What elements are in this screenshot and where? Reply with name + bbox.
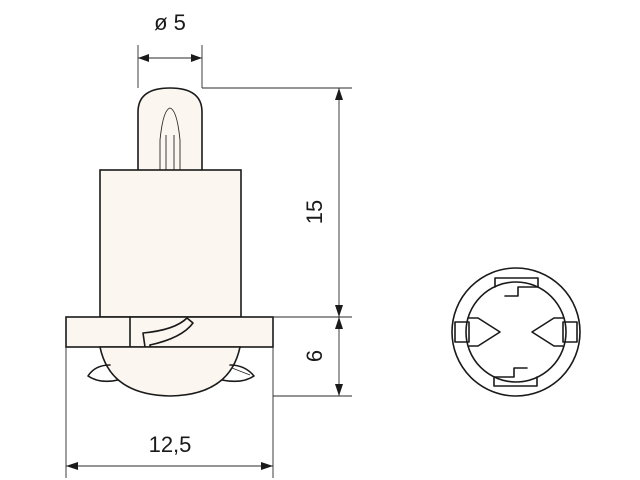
inner-ring <box>465 281 567 383</box>
contact-wire <box>142 317 194 348</box>
width-label: 12,5 <box>149 432 192 457</box>
socket-body <box>99 169 242 318</box>
right-contact-clip <box>221 364 255 383</box>
filament <box>159 107 181 170</box>
bulb-side-view <box>65 87 274 397</box>
bottom-tab <box>493 367 538 387</box>
height-label: 15 <box>302 200 327 224</box>
bulb-bottom-view <box>451 267 581 397</box>
base-flange <box>65 316 274 348</box>
dimension-lines <box>65 45 352 478</box>
outer-ring <box>451 267 581 397</box>
glass-bulb <box>137 87 203 173</box>
top-tab <box>494 277 539 297</box>
base-height-label: 6 <box>302 350 327 362</box>
left-contact-clip <box>87 364 119 383</box>
right-terminal <box>562 321 578 343</box>
base-dome <box>99 346 241 397</box>
diameter-label: ø 5 <box>154 10 186 35</box>
left-contact-arrow <box>468 317 501 347</box>
left-terminal <box>454 321 470 343</box>
right-contact-arrow <box>531 317 564 347</box>
